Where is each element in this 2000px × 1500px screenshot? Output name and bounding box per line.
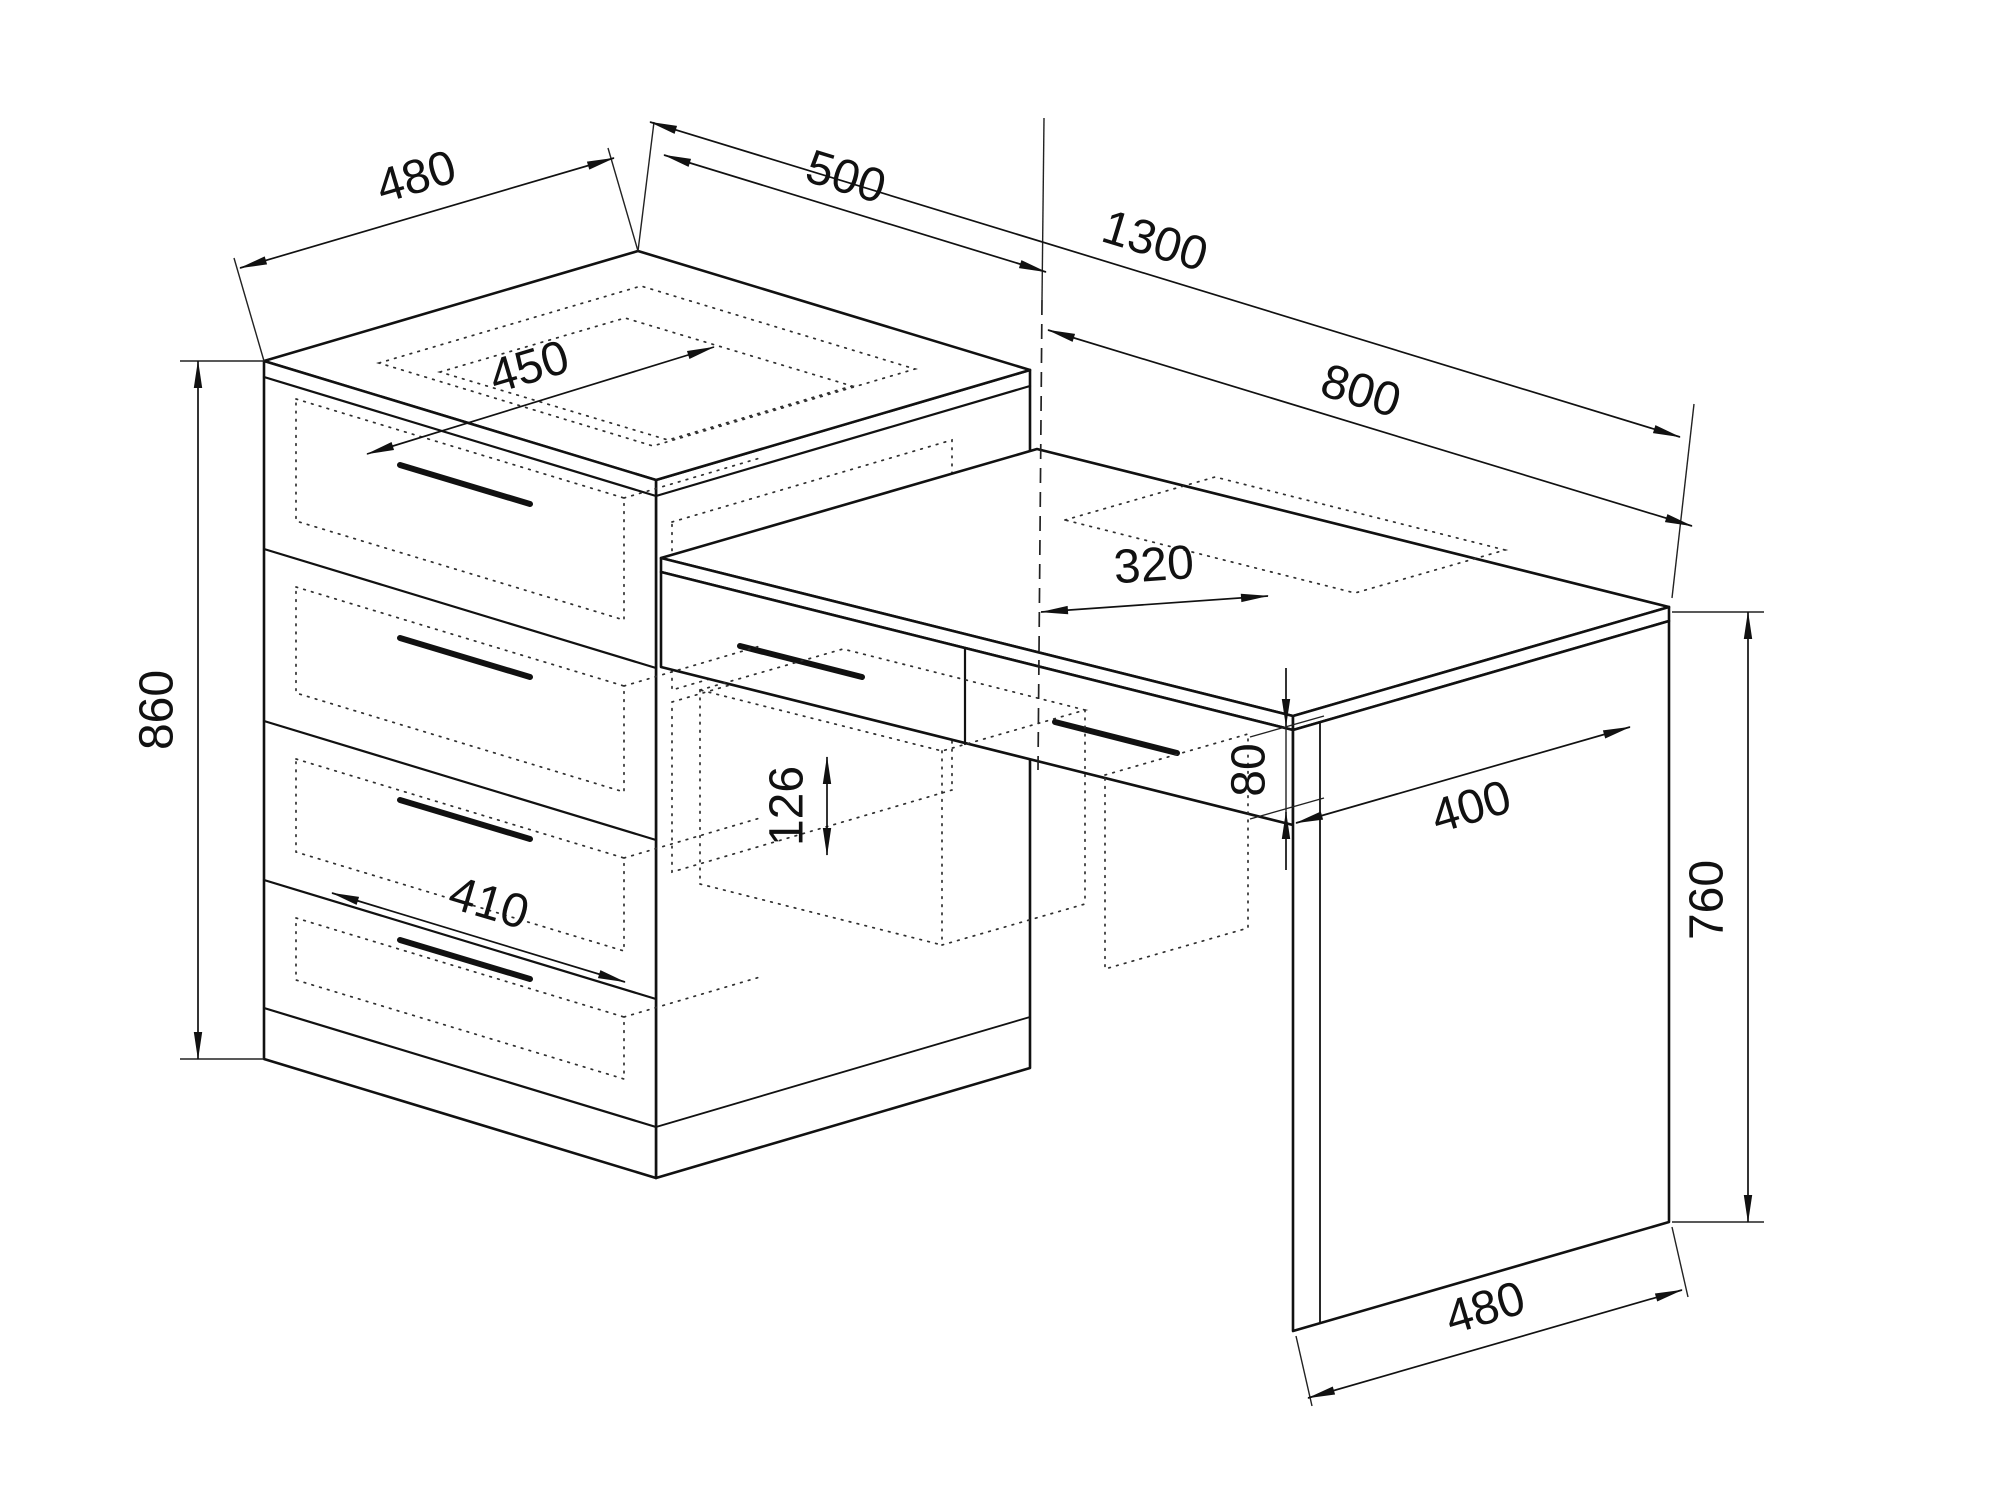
dimension-label: 800 [1315, 354, 1407, 428]
dim-drawer-front-height: 80 [1223, 668, 1325, 870]
dimension-line [1040, 593, 1269, 615]
dimension-label: 1300 [1096, 200, 1214, 282]
dim-knee-gap: 126 [761, 756, 832, 856]
plinth-line [262, 1006, 658, 1129]
dim-cabinet-height: 860 [131, 360, 264, 1060]
drawer-divider-2 [262, 719, 658, 842]
hidden-desk-internals-dotted [696, 476, 1509, 971]
extension-line [233, 257, 265, 362]
extension-line [1671, 1226, 1689, 1298]
dim-cabinet-width: 500 [637, 121, 1047, 273]
dimension-label: 80 [1223, 743, 1276, 796]
dimension-label: 480 [370, 141, 462, 215]
extension-line [1295, 1335, 1313, 1407]
right-leg-panel [1291, 619, 1671, 1333]
dim-desk-height: 760 [1672, 611, 1764, 1223]
drawer-divider-1 [262, 547, 658, 670]
extension-line [607, 147, 639, 252]
dimension-line [239, 157, 615, 269]
dimension-label: 320 [1112, 536, 1196, 594]
dim-desk-drawer-width: 320 [1040, 536, 1269, 615]
dimension-line [366, 346, 715, 455]
drawer-handle-3 [397, 797, 533, 842]
extension-line [637, 121, 655, 252]
drawer-handle-1 [397, 462, 533, 507]
dimension-line [1307, 1289, 1683, 1399]
desk-drawer-handle-right [1052, 719, 1180, 756]
drawer-handle-2 [397, 635, 533, 680]
dimension-label: 860 [131, 670, 184, 750]
dimension-label: 126 [761, 766, 814, 846]
dimension-line [331, 892, 626, 983]
dimension-label: 500 [800, 140, 892, 214]
dimension-label: 760 [1681, 860, 1734, 940]
extension-line [1671, 403, 1695, 599]
dimension-line [1295, 726, 1631, 824]
dimension-line [1047, 329, 1693, 527]
